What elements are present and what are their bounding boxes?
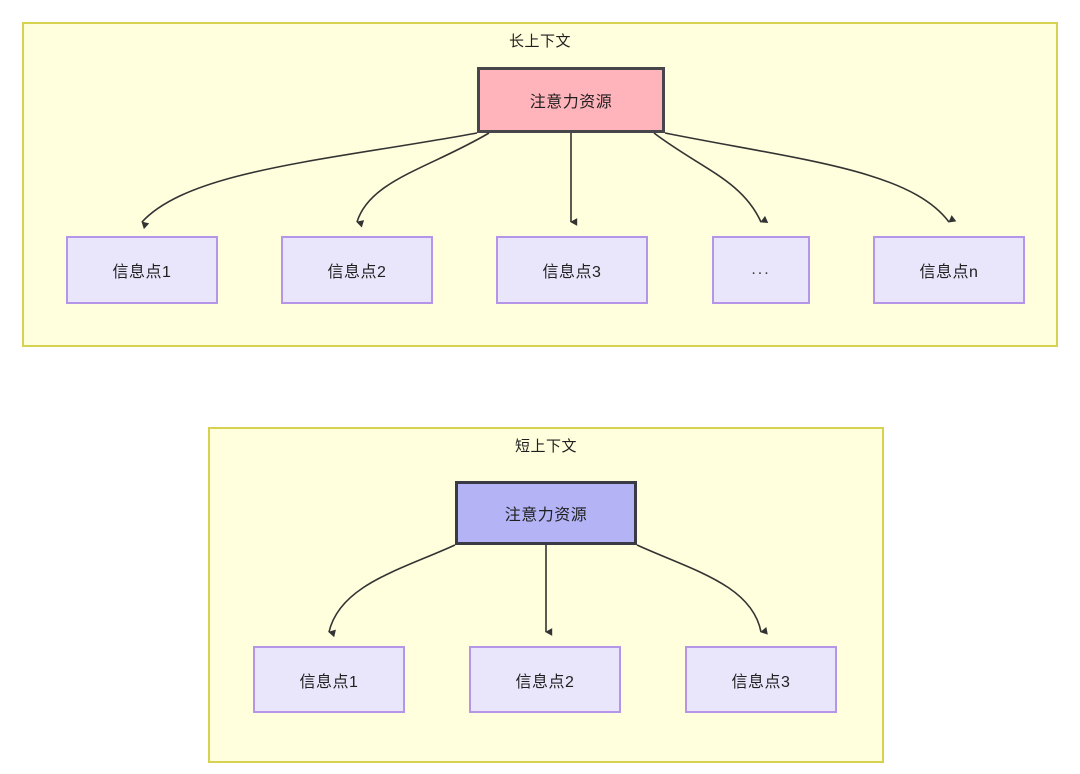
node-info-point-short-1[interactable]: 信息点1: [253, 646, 405, 713]
node-label: 注意力资源: [504, 507, 588, 524]
node-label: 信息点1: [299, 673, 359, 691]
node-label: 信息点3: [542, 264, 602, 281]
node-label: 信息点2: [515, 673, 575, 691]
node-info-point-long-ellipsis[interactable]: ...: [712, 236, 810, 304]
node-info-point-long-1[interactable]: 信息点1: [66, 236, 218, 304]
node-label: 信息点3: [731, 673, 791, 691]
node-attention-resource-short[interactable]: 注意力资源: [455, 481, 637, 545]
node-label: 注意力资源: [529, 94, 613, 111]
node-info-point-long-n[interactable]: 信息点n: [873, 236, 1025, 304]
node-label: 信息点1: [112, 264, 172, 281]
panel-long-context-title: 长上下文: [508, 33, 571, 50]
node-info-point-long-3[interactable]: 信息点3: [496, 236, 648, 304]
node-label: ...: [751, 261, 771, 278]
panel-short-context-title: 短上下文: [514, 438, 577, 455]
node-label: 信息点2: [327, 264, 387, 281]
node-info-point-long-2[interactable]: 信息点2: [281, 236, 433, 304]
node-label: 信息点n: [919, 264, 979, 281]
node-attention-resource-long[interactable]: 注意力资源: [477, 67, 665, 133]
node-info-point-short-3[interactable]: 信息点3: [685, 646, 837, 713]
node-info-point-short-2[interactable]: 信息点2: [469, 646, 621, 713]
